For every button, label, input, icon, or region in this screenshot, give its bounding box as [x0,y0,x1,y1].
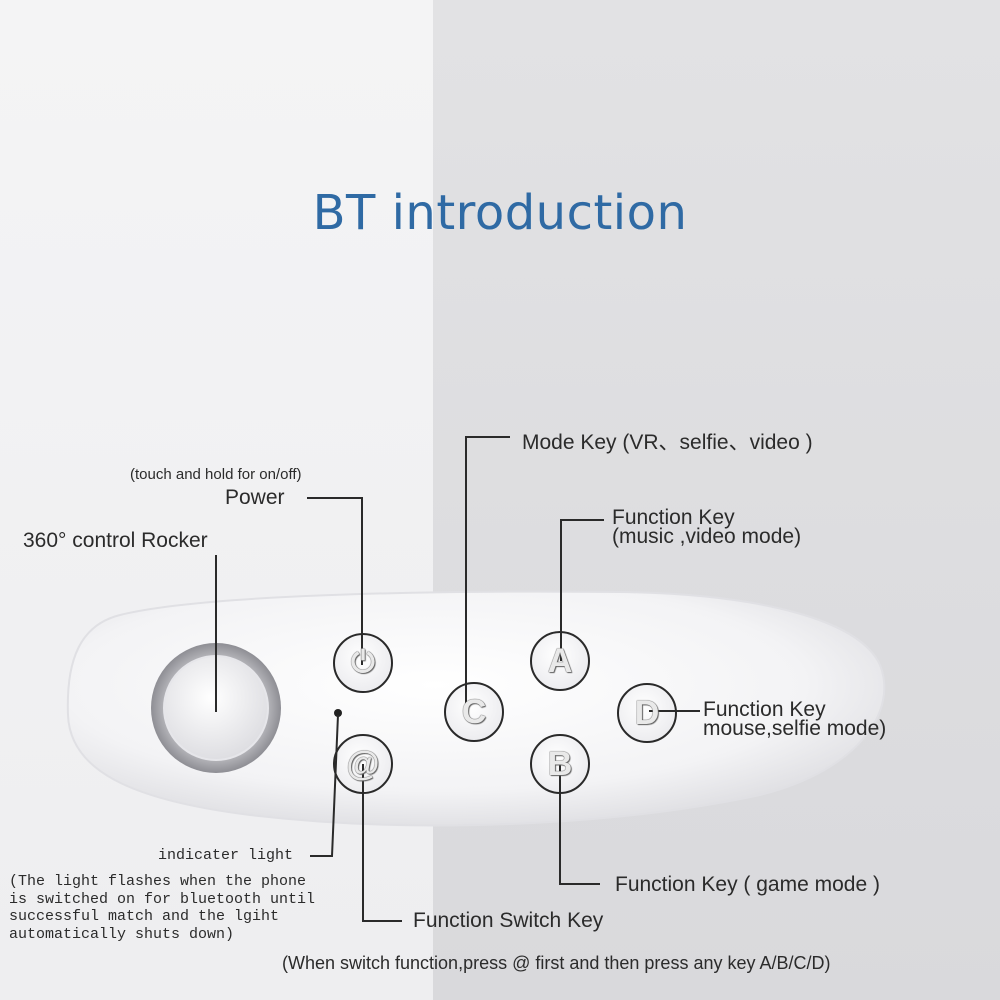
func-switch-label: Function Switch Key [413,909,604,932]
indicator-label: indicater light [158,847,294,864]
leader-indicator [310,714,339,857]
func-b-label: Function Key ( game mode ) [615,873,880,896]
background-right [433,0,1000,1000]
footer-note: (When switch function,press @ first and … [282,953,831,973]
power-note-label: (touch and hold for on/off) [130,466,302,483]
page-title: BT introduction [312,185,688,241]
indicator-light-dot [334,709,342,717]
background-left [0,0,433,1000]
leader-func-a [560,519,604,661]
d-button [617,683,677,743]
func-d-label-line2: mouse,selfie mode) [703,717,887,740]
a-key-label: A [547,642,573,680]
d-key-label: D [634,694,660,732]
power-label: Power [225,486,285,509]
leader-mode-key [465,436,510,712]
func-d-label-line1: Function Key [703,698,826,721]
indicator-note: (The light flashes when the phone is swi… [9,873,316,943]
leader-func-b [559,764,600,885]
mode-key-label: Mode Key (VR、selfie、video ) [522,431,813,454]
rocker-label: 360° control Rocker [23,529,208,552]
func-a-label-line1: Function Key [612,506,735,529]
leader-lines [215,436,700,922]
leader-power [307,497,363,665]
at-key-label: @ [346,745,380,783]
c-key-label: C [461,693,487,731]
func-a-label-line2: (music ,video mode) [612,525,802,548]
power-icon: ⏻ [351,646,375,679]
b-key-label: B [547,745,573,783]
c-button [444,682,504,742]
leader-func-switch [362,764,402,922]
